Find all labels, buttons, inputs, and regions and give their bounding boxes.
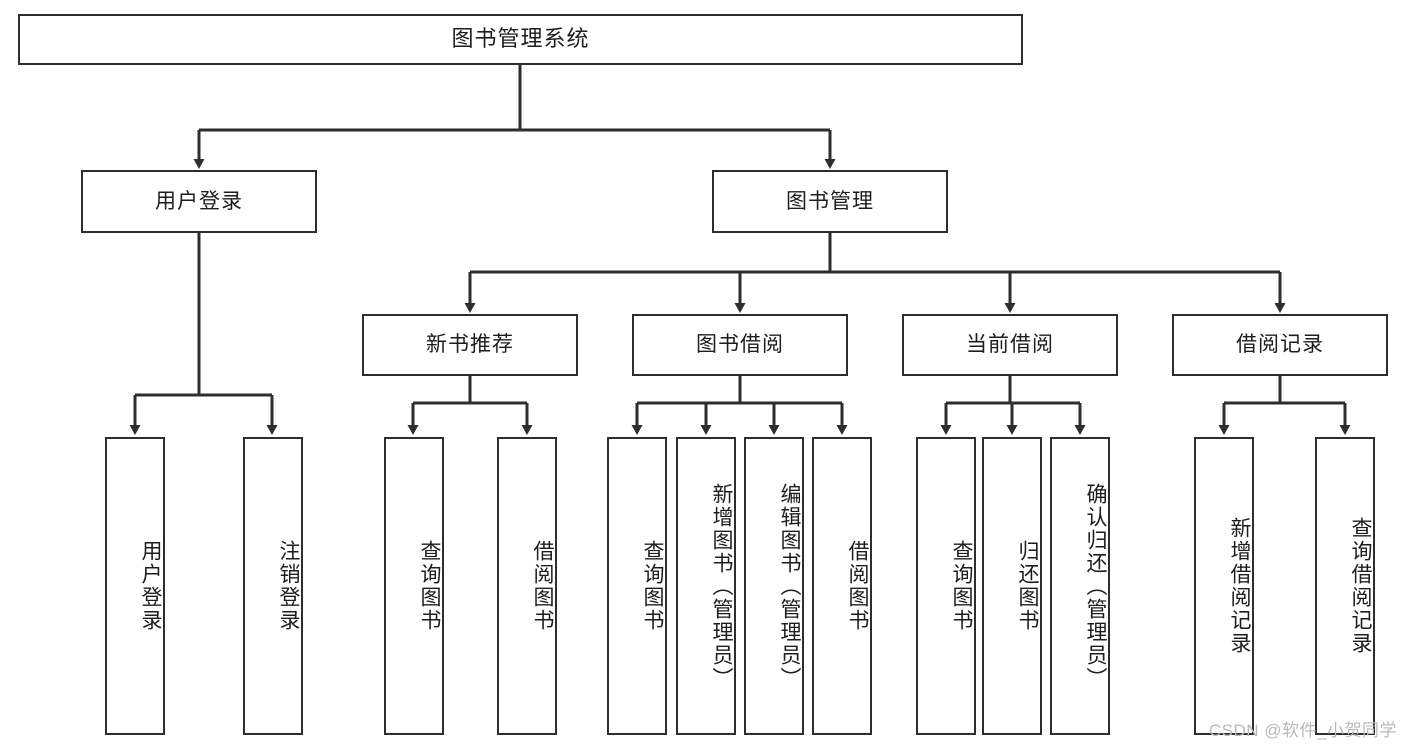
node-label: 确认归还（管理员）	[1084, 482, 1107, 690]
node-label: 用户登录	[139, 540, 162, 632]
node-label: 查询图书	[641, 540, 664, 632]
node-label: 图书管理	[786, 189, 874, 213]
node-label: 查询借阅记录	[1349, 517, 1372, 655]
leaf-return-book[interactable]: 归还图书	[982, 437, 1042, 735]
node-label: 注销登录	[277, 540, 300, 632]
node-book-borrow[interactable]: 图书借阅	[632, 314, 848, 376]
leaf-add-borrow-record[interactable]: 新增借阅记录	[1194, 437, 1254, 735]
node-label: 新增图书（管理员）	[710, 482, 733, 690]
node-label: 新增借阅记录	[1228, 517, 1251, 655]
leaf-query-book-current[interactable]: 查询图书	[916, 437, 976, 735]
node-label: 图书借阅	[696, 333, 784, 357]
node-root-system[interactable]: 图书管理系统	[18, 14, 1023, 65]
node-label: 查询图书	[950, 540, 973, 632]
node-label: 新书推荐	[426, 333, 514, 357]
node-borrow-record[interactable]: 借阅记录	[1172, 314, 1388, 376]
leaf-borrow-book[interactable]: 借阅图书	[812, 437, 872, 735]
leaf-add-book-admin[interactable]: 新增图书（管理员）	[676, 437, 736, 735]
node-user-login[interactable]: 用户登录	[81, 170, 317, 233]
node-label: 编辑图书（管理员）	[778, 482, 801, 690]
watermark-text: CSDN @软件_小贺同学	[1208, 721, 1397, 740]
leaf-edit-book-admin[interactable]: 编辑图书（管理员）	[744, 437, 804, 735]
node-label: 借阅图书	[846, 540, 869, 632]
node-label: 图书管理系统	[451, 26, 590, 52]
node-label: 查询图书	[418, 540, 441, 632]
leaf-user-login[interactable]: 用户登录	[105, 437, 165, 735]
node-label: 归还图书	[1016, 540, 1039, 632]
node-label: 用户登录	[155, 189, 243, 213]
node-label: 借阅图书	[531, 540, 554, 632]
leaf-query-borrow-record[interactable]: 查询借阅记录	[1315, 437, 1375, 735]
leaf-query-book-borrow[interactable]: 查询图书	[607, 437, 667, 735]
node-current-borrow[interactable]: 当前借阅	[902, 314, 1118, 376]
leaf-logout-login[interactable]: 注销登录	[243, 437, 303, 735]
leaf-query-book-recommend[interactable]: 查询图书	[384, 437, 444, 735]
node-book-management[interactable]: 图书管理	[712, 170, 948, 233]
node-label: 借阅记录	[1236, 333, 1324, 357]
leaf-confirm-return-admin[interactable]: 确认归还（管理员）	[1050, 437, 1110, 735]
node-new-book-recommend[interactable]: 新书推荐	[362, 314, 578, 376]
node-label: 当前借阅	[966, 333, 1054, 357]
leaf-borrow-book-recommend[interactable]: 借阅图书	[497, 437, 557, 735]
